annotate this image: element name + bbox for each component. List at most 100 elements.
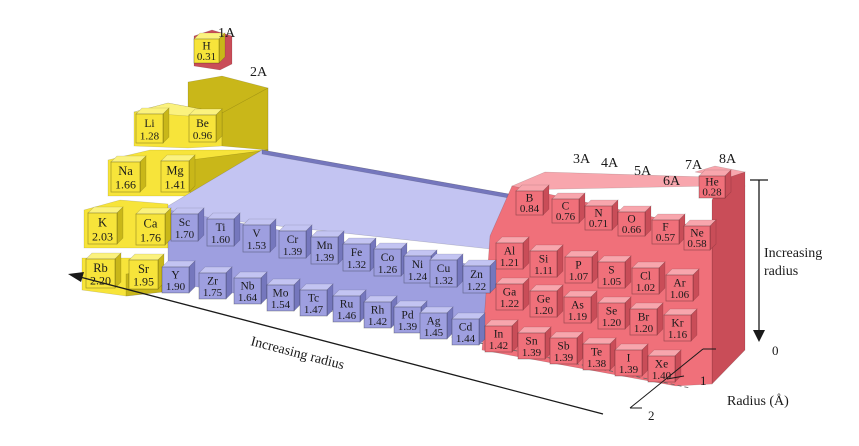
element-symbol: Te xyxy=(591,346,602,358)
element-cell-ne: Ne0.58 xyxy=(683,219,717,251)
element-cell-cr: Cr1.39 xyxy=(278,224,313,259)
element-symbol: O xyxy=(627,214,635,226)
element-cell-c: C0.76 xyxy=(551,192,586,224)
element-cell-ag: Ag1.45 xyxy=(419,306,454,340)
cell-face-ca xyxy=(135,213,166,246)
element-radius-value: 1.53 xyxy=(247,240,267,252)
cell-face-co xyxy=(373,248,402,277)
element-radius-value: 1.20 xyxy=(634,323,654,335)
element-cell-mg: Mg1.41 xyxy=(160,154,196,193)
cell-side-v xyxy=(269,218,277,253)
element-cell-v: V1.53 xyxy=(242,218,277,253)
cell-side-p xyxy=(591,250,599,284)
cell-side-ar xyxy=(692,268,700,302)
element-radius-value: 1.46 xyxy=(337,310,357,322)
cell-face-ag xyxy=(419,312,448,340)
cell-side-in xyxy=(511,319,519,353)
cell-side-li xyxy=(162,107,170,144)
element-symbol: As xyxy=(571,299,584,311)
cell-side-nb xyxy=(260,271,268,305)
group-label-5A: 5A xyxy=(634,164,652,179)
element-radius-value: 1.95 xyxy=(133,275,154,289)
cell-face-na xyxy=(110,161,141,193)
arrow-head-down-icon xyxy=(753,330,765,342)
element-symbol: Mo xyxy=(273,287,289,299)
element-symbol: Br xyxy=(638,311,650,323)
element-radius-value: 1.70 xyxy=(175,229,195,241)
element-radius-value: 1.39 xyxy=(283,246,303,258)
element-radius-value: 0.57 xyxy=(656,232,676,244)
element-cell-h: H0.31 xyxy=(193,32,226,64)
element-symbol: Ge xyxy=(537,293,550,305)
element-symbol: Na xyxy=(118,164,133,178)
element-radius-value: 1.40 xyxy=(652,370,672,382)
cell-side-be xyxy=(215,108,223,143)
element-radius-value: 0.31 xyxy=(197,51,216,63)
element-radius-value: 0.66 xyxy=(622,224,642,236)
element-cell-se: Se1.20 xyxy=(597,296,632,330)
element-radius-value: 1.42 xyxy=(489,340,508,352)
element-symbol: Ar xyxy=(673,277,685,289)
element-symbol: Cl xyxy=(640,270,651,282)
element-cell-ti: Ti1.60 xyxy=(206,212,241,247)
cell-face-cu xyxy=(429,259,458,288)
element-symbol: Rb xyxy=(93,261,108,275)
element-symbol: Nb xyxy=(240,280,254,292)
element-symbol: Ti xyxy=(216,222,226,234)
cell-face-sn xyxy=(517,332,546,360)
element-cell-be: Be0.96 xyxy=(188,108,223,143)
cell-face-br xyxy=(629,308,658,336)
element-symbol: Kr xyxy=(671,317,683,329)
element-symbol: Be xyxy=(196,118,209,130)
increasing-radius-across-label: Increasing radius xyxy=(249,334,346,373)
cell-face-he xyxy=(698,175,726,199)
cell-face-o xyxy=(617,211,646,237)
element-cell-ge: Ge1.20 xyxy=(529,284,564,318)
cell-face-cd xyxy=(451,318,480,346)
cell-face-y xyxy=(161,266,190,294)
cell-face-be xyxy=(188,114,217,143)
cell-face-kr xyxy=(663,314,692,342)
element-symbol: Cr xyxy=(287,234,299,246)
cell-face-ga xyxy=(495,283,524,311)
element-symbol: Rh xyxy=(371,304,385,316)
element-cell-kr: Kr1.16 xyxy=(663,308,698,342)
element-radius-value: 1.42 xyxy=(368,316,387,328)
element-cell-sb: Sb1.39 xyxy=(549,331,584,365)
element-cell-as: As1.19 xyxy=(563,290,598,324)
element-cell-n: N0.71 xyxy=(584,199,619,231)
cell-face-zr xyxy=(198,272,227,300)
element-radius-value: 1.39 xyxy=(554,352,574,364)
cell-side-tc xyxy=(326,283,334,317)
element-symbol: Sn xyxy=(525,335,537,347)
element-cell-ru: Ru1.46 xyxy=(332,289,367,323)
element-radius-value: 1.44 xyxy=(456,333,476,345)
increasing-radius-down-label-line1: Increasing xyxy=(764,246,822,261)
element-radius-value: 1.07 xyxy=(569,271,589,283)
element-radius-value: 1.39 xyxy=(619,364,639,376)
element-cell-rh: Rh1.42 xyxy=(363,295,398,329)
element-radius-value: 1.05 xyxy=(602,276,622,288)
element-radius-value: 1.26 xyxy=(378,264,398,276)
element-symbol: Ni xyxy=(412,259,424,271)
element-radius-value: 1.39 xyxy=(398,321,418,333)
cell-face-tc xyxy=(299,289,328,317)
element-cell-nb: Nb1.64 xyxy=(233,271,268,305)
cell-side-sc xyxy=(197,207,205,242)
cell-face-b xyxy=(515,190,544,216)
element-symbol: P xyxy=(575,259,581,271)
element-symbol: Sr xyxy=(138,262,150,276)
element-radius-value: 1.22 xyxy=(467,281,486,293)
element-cell-in: In1.42 xyxy=(484,319,519,353)
group-label-8A: 8A xyxy=(719,152,737,167)
cell-face-pd xyxy=(393,306,422,334)
cell-side-cl xyxy=(658,261,666,295)
cell-face-sr xyxy=(128,259,159,290)
element-radius-value: 0.96 xyxy=(193,130,213,142)
cell-face-rh xyxy=(363,301,392,329)
element-symbol: In xyxy=(494,328,504,340)
cell-face-k xyxy=(87,212,118,245)
cell-face-te xyxy=(582,343,611,371)
cell-face-as xyxy=(563,296,592,324)
